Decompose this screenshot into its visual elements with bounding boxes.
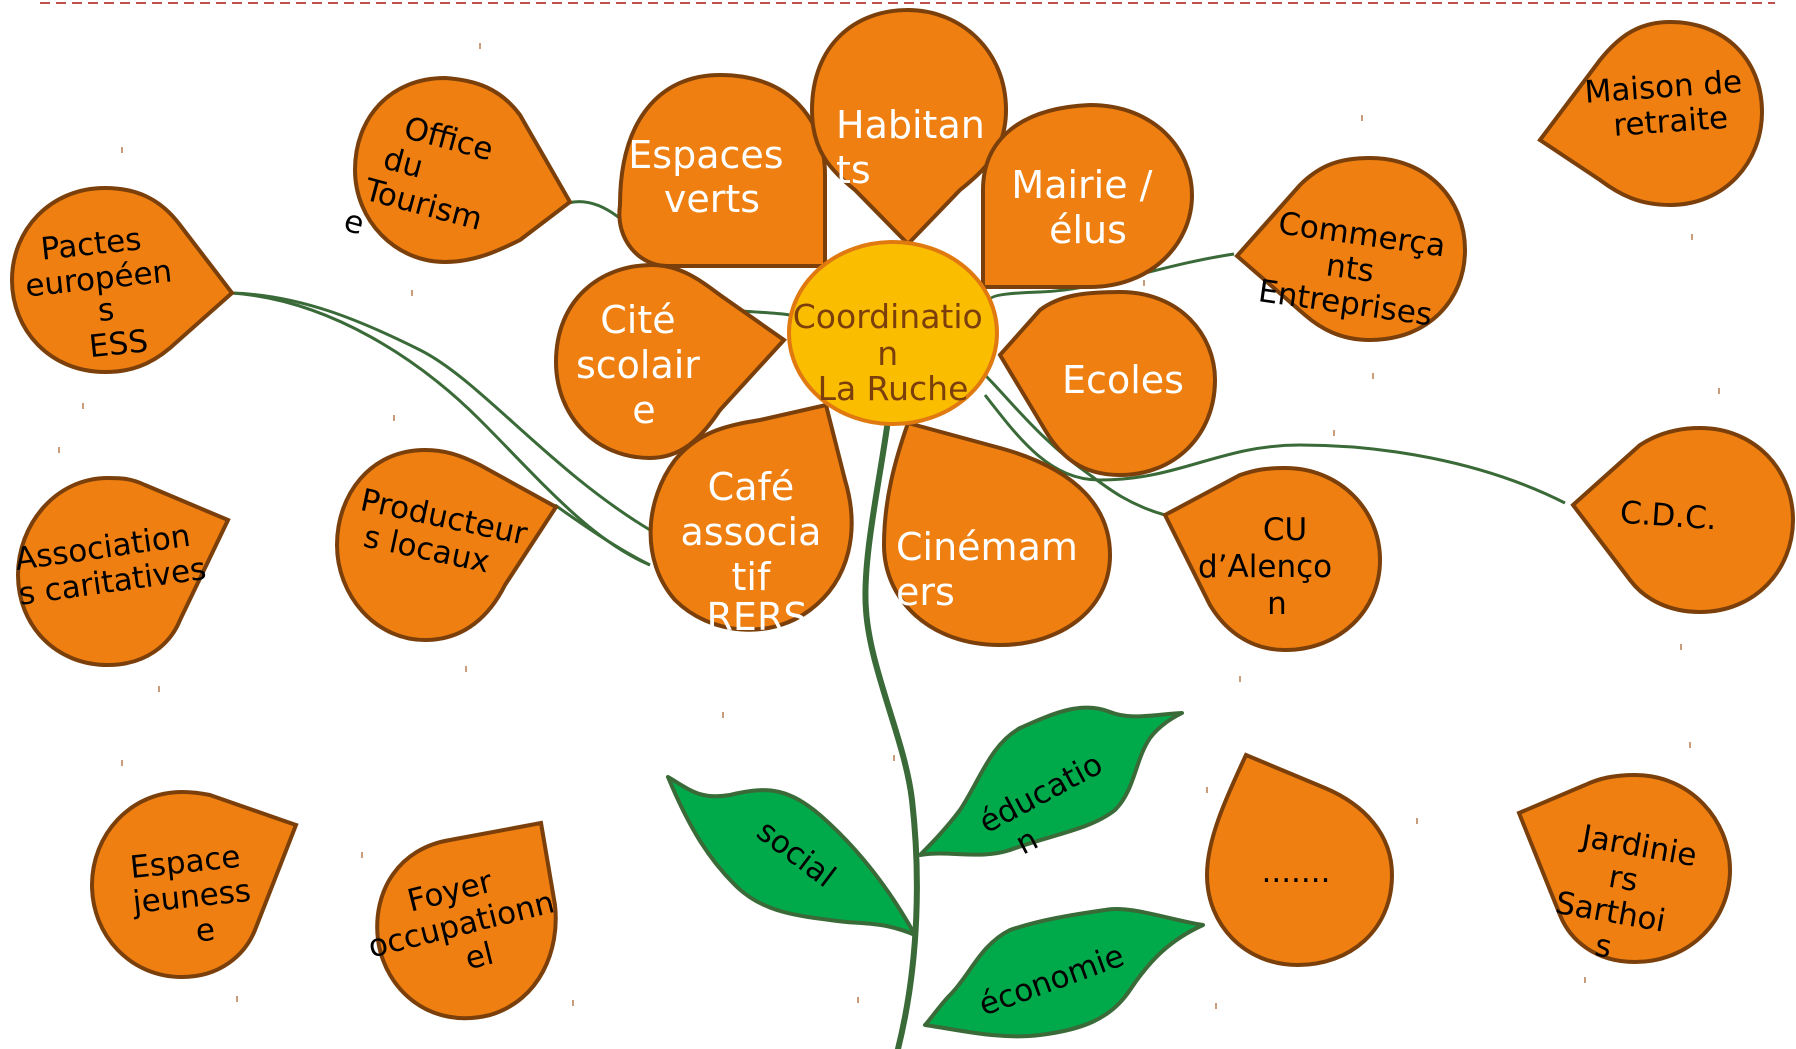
- petal-ecoles-label: Ecoles: [1062, 358, 1184, 402]
- petal-mairie: Mairie / élus: [981, 102, 1195, 289]
- flower-center: Coordinatio n La Ruche: [787, 240, 999, 426]
- petal-commercants: Commerça nts Entreprises: [1234, 155, 1468, 343]
- petal-espaces-verts: Espaces verts: [617, 72, 827, 268]
- petal-mairie-label: Mairie / élus: [1011, 163, 1164, 252]
- petal-pactes: Pactes européen s ESS: [9, 185, 235, 375]
- petal-espaces-verts-label: Espaces verts: [628, 133, 795, 221]
- petal-ellipsis: .......: [1204, 752, 1395, 968]
- petal-producteurs: Producteur s locaux: [334, 447, 559, 643]
- petal-cdc-label: C.D.C.: [1619, 495, 1718, 538]
- petal-maison-retraite: Maison de retraite: [1537, 19, 1765, 208]
- connection-lines: [231, 200, 1566, 567]
- leaf-economie: économie: [923, 907, 1205, 1039]
- petal-ellipsis-label: .......: [1262, 854, 1331, 890]
- leaf-social: social: [666, 775, 917, 937]
- petal-cinemamers: Cinémam ers: [881, 420, 1113, 648]
- petal-cdc: C.D.C.: [1570, 425, 1796, 615]
- petal-espace-jeunesse: Espace jeuness e: [89, 789, 299, 980]
- link-cu: [983, 373, 1166, 517]
- petal-cafe: Café associa tif RERS: [648, 402, 854, 639]
- petal-office-tourisme: Office du Tourism e: [340, 75, 573, 265]
- petal-associations: Association s caritatives: [13, 475, 231, 668]
- petal-habitants-label: Habitan ts: [836, 103, 997, 192]
- petal-jardiniers: Jardinie rs Sarthoi s: [1516, 772, 1733, 966]
- petal-cite-scolaire-label: Cité scolair e: [576, 298, 712, 432]
- flower-stem: [862, 417, 920, 1049]
- link-producteurs: [554, 503, 651, 567]
- petal-foyer: Foyer occupationn el: [365, 820, 558, 1021]
- petal-cu-alencon-label: CU d’Alenço n: [1198, 512, 1342, 622]
- petal-cite-scolaire: Cité scolair e: [553, 262, 788, 461]
- center-label: Coordinatio n La Ruche: [793, 297, 993, 408]
- petal-ecoles: Ecoles: [997, 289, 1218, 478]
- petal-cu-alencon: CU d’Alenço n: [1162, 465, 1383, 653]
- petal-habitants: Habitan ts: [809, 7, 1009, 247]
- link-cdc: [983, 394, 1566, 505]
- petal-cinemamers-label: Cinémam ers: [896, 525, 1090, 614]
- leaf-education: éducatio n: [918, 705, 1184, 862]
- petal-cafe-label: Café associa tif RERS: [681, 465, 834, 639]
- link-commercants: [988, 252, 1235, 301]
- link-pactes-1: [231, 291, 651, 532]
